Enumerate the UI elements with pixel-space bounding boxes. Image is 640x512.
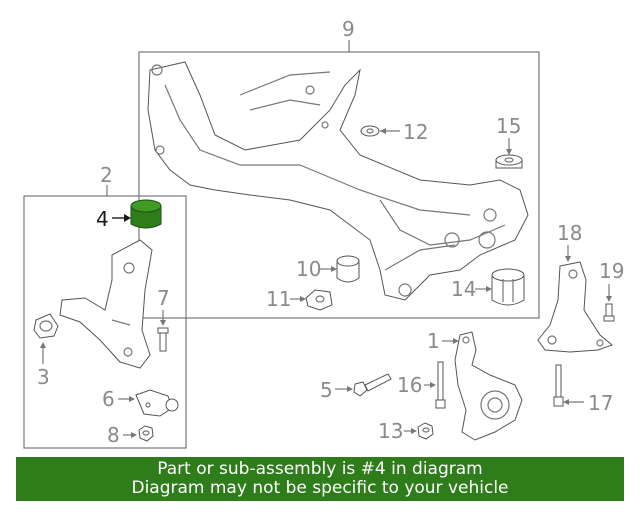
callout-18[interactable]: 18: [557, 221, 582, 245]
part-13-nut[interactable]: [417, 422, 434, 440]
callout-13[interactable]: 13: [378, 419, 403, 443]
callout-17[interactable]: 17: [588, 391, 613, 415]
callout-12[interactable]: 12: [403, 120, 428, 144]
lower-arm-group-box: [23, 195, 187, 449]
part-1-knuckle[interactable]: [454, 331, 523, 441]
callout-5[interactable]: 5: [320, 378, 333, 402]
callout-8[interactable]: 8: [107, 423, 120, 447]
part-17-bolt[interactable]: [553, 364, 564, 407]
part-5-bolt[interactable]: [353, 373, 392, 397]
callout-1[interactable]: 1: [427, 329, 440, 353]
callout-10[interactable]: 10: [296, 257, 321, 281]
callout-19[interactable]: 19: [599, 259, 624, 283]
part-14-bushing[interactable]: [491, 268, 525, 306]
callout-7[interactable]: 7: [157, 286, 170, 310]
callout-14[interactable]: 14: [451, 277, 476, 301]
info-banner: Part or sub-assembly is #4 in diagram Di…: [16, 457, 624, 501]
part-11-plate[interactable]: [305, 289, 333, 311]
banner-line-1: Part or sub-assembly is #4 in diagram: [157, 459, 483, 479]
lower-control-arm[interactable]: [59, 239, 153, 369]
callout-11[interactable]: 11: [266, 287, 291, 311]
part-19-bolt[interactable]: [603, 303, 615, 322]
callout-3[interactable]: 3: [37, 365, 50, 389]
callout-16[interactable]: 16: [397, 373, 422, 397]
callout-2[interactable]: 2: [100, 163, 113, 187]
callout-15[interactable]: 15: [496, 114, 521, 138]
callout-4[interactable]: 4: [96, 207, 109, 231]
part-7-bolt[interactable]: [157, 327, 169, 352]
part-10-bushing[interactable]: [336, 255, 360, 283]
banner-line-2: Diagram may not be specific to your vehi…: [131, 478, 509, 498]
part-18-bracket[interactable]: [537, 261, 613, 353]
part-8-nut[interactable]: [138, 425, 154, 442]
part-16-bolt[interactable]: [435, 361, 446, 409]
part-4-bushing-highlighted[interactable]: [130, 199, 162, 229]
subframe-part[interactable]: [147, 61, 529, 301]
callout-6[interactable]: 6: [102, 387, 115, 411]
part-6-ball-joint[interactable]: [135, 389, 179, 417]
part-3-bushing[interactable]: [33, 313, 59, 339]
part-15-bushing[interactable]: [495, 154, 523, 169]
part-12-washer[interactable]: [360, 125, 380, 137]
subframe-group-box: [138, 51, 540, 319]
callout-9[interactable]: 9: [342, 17, 355, 41]
